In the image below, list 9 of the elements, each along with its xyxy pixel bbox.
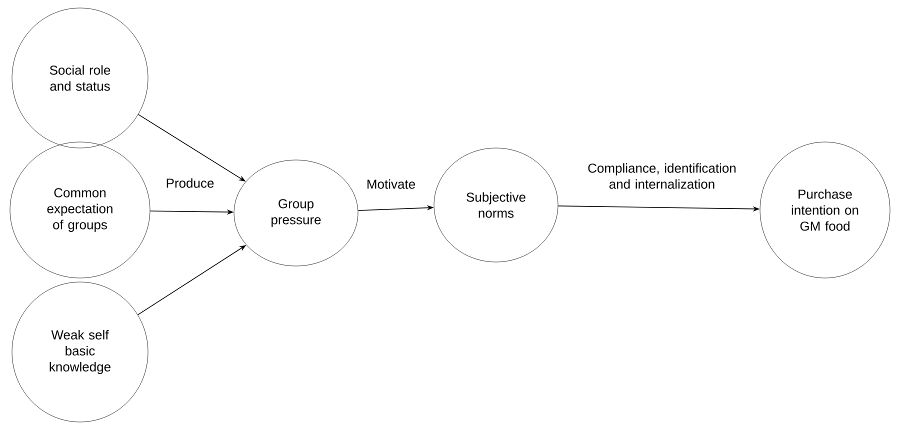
- edge-label: Produce: [166, 178, 214, 188]
- ellipse-node: Weak self basic knowledge: [12, 282, 148, 422]
- ellipse-node: Social role and status: [12, 8, 148, 148]
- ellipse-node: Purchase intention on GM food: [760, 142, 890, 278]
- edge-label: Compliance, identification and internalization: [588, 163, 736, 189]
- edge-label: Motivate: [368, 179, 415, 189]
- ellipse-node: Subjective norms: [434, 148, 558, 262]
- ellipse-node: Group pressure: [234, 160, 358, 266]
- ellipse-node: Common expectation of groups: [10, 142, 150, 278]
